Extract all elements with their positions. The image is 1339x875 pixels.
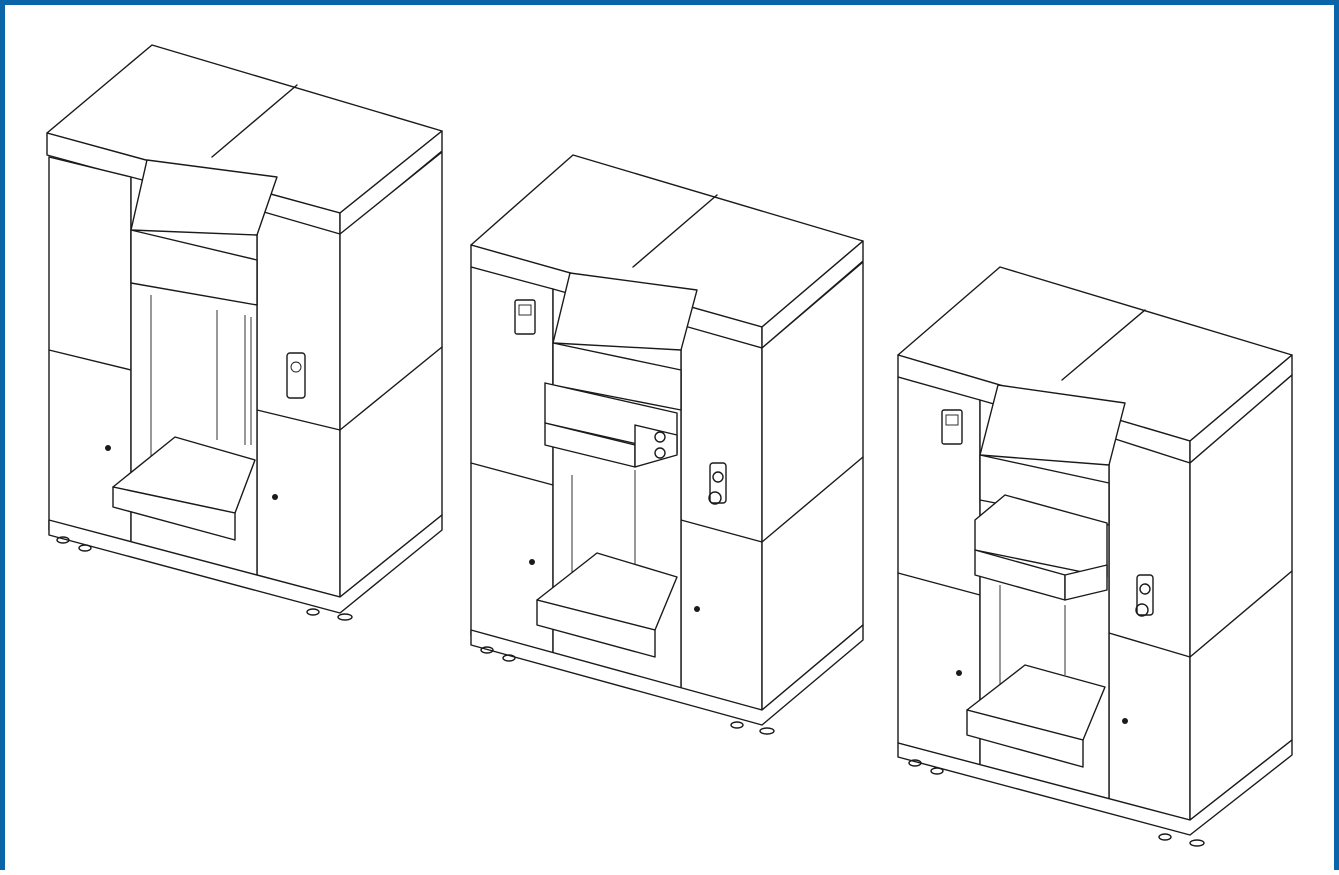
cabinet-2-right-door: [680, 324, 763, 711]
cabinet-1-left-knob: [105, 445, 111, 451]
cabinet-2-left-knob: [529, 559, 535, 565]
cabinet-2-key-switch: [709, 462, 727, 504]
cabinet-1-right-door: [256, 209, 341, 598]
cabinet-3-right-door: [1108, 436, 1191, 821]
cabinet-3-left-knob: [956, 670, 962, 676]
cabinet-3-base: [897, 739, 1293, 836]
cabinet-1-right-knob: [272, 494, 278, 500]
cabinet-2-right-knob: [694, 606, 700, 612]
cabinet-3-hood: [979, 384, 1126, 466]
cabinet-2-top-side: [761, 240, 864, 349]
cabinet-1-header: [130, 229, 258, 306]
cabinets-illustration: [46, 44, 1293, 847]
cabinet-1: [46, 44, 443, 621]
cabinet-3-boxed-head: [974, 494, 1108, 578]
cabinet-2-card-pad: [514, 299, 536, 335]
cabinet-3-key-switch: [1136, 574, 1154, 616]
cabinet-2-button-2: [654, 447, 666, 459]
cabinet-1-key-panel: [286, 352, 306, 399]
cabinet-3: [897, 266, 1293, 847]
cabinet-2-base: [470, 624, 864, 726]
cabinet-2-button-1: [654, 431, 666, 443]
cabinet-2: [470, 154, 864, 735]
cabinet-1-top-side: [339, 130, 443, 236]
cabinet-2-hood: [552, 272, 698, 351]
cabinet-3-left-door: [897, 376, 981, 766]
cabinet-1-hood: [130, 159, 278, 236]
cabinet-3-card-pad: [941, 409, 963, 445]
cabinet-1-base: [48, 514, 443, 614]
cabinet-3-right-knob: [1122, 718, 1128, 724]
